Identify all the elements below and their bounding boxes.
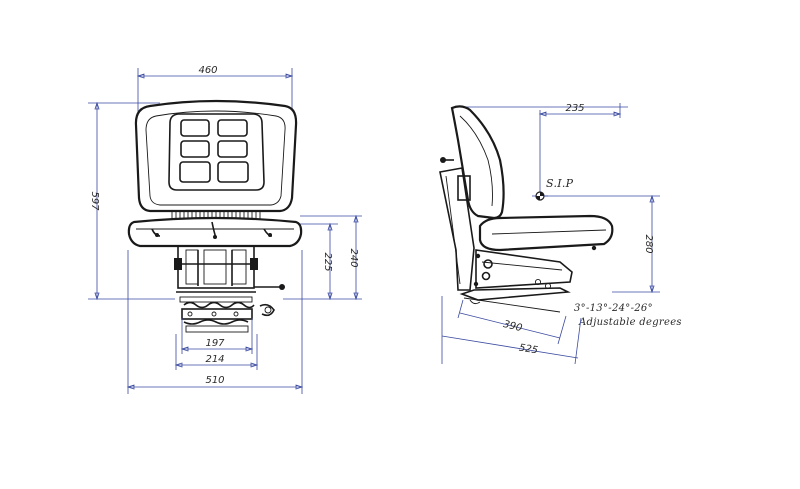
dim-height-cushion-label: 240 [348,248,359,267]
dim-base-outer: 214 [174,334,259,370]
adjust-note: 3°-13°-24°-26° Adjustable degrees [574,303,682,328]
adjust-angles: 3°-13°-24°-26° [574,303,653,314]
dim-depth-total-label: 525 [518,343,539,357]
dim-base-inner-label: 197 [205,338,225,349]
dim-height-cushion: 240 [300,214,362,301]
dim-slide-length: 390 [457,299,567,345]
adjust-label: Adjustable degrees [578,317,682,328]
sip-point: S.I.P [532,118,574,201]
dim-width-top: 460 [136,65,294,112]
dim-slide-length-label: 390 [502,319,523,334]
frame-side [439,167,475,291]
dim-width-overall-label: 510 [205,375,224,386]
seat-column [174,245,285,290]
dim-height-total-label: 597 [89,191,100,211]
dim-base-outer-label: 214 [205,354,224,365]
dim-sip-offset-label: 235 [565,103,584,114]
dim-sip-offset: 235 [463,103,628,118]
base-plate [176,291,275,333]
seat-cushion [127,216,303,248]
backrest-panel [168,113,265,191]
dim-base-inner: 197 [180,318,254,354]
sip-label: S.I.P [546,177,574,190]
backrest-side [440,105,505,220]
side-view: 235 S.I.P 280 [439,103,682,365]
dim-width-overall: 510 [126,250,304,394]
seat-cushion-side [478,214,614,252]
dim-sip-height-label: 280 [643,234,654,253]
dim-height-base: 225 [283,222,338,301]
dim-height-base-label: 225 [322,252,333,271]
dim-width-top-label: 460 [198,65,217,76]
backrest [134,99,298,213]
front-view: 460 597 225 240 [88,65,362,394]
mechanism-side [459,249,573,313]
dim-depth-total: 525 [441,296,582,365]
dim-height-total: 597 [88,101,175,301]
dim-sip-height: 280 [544,194,660,294]
